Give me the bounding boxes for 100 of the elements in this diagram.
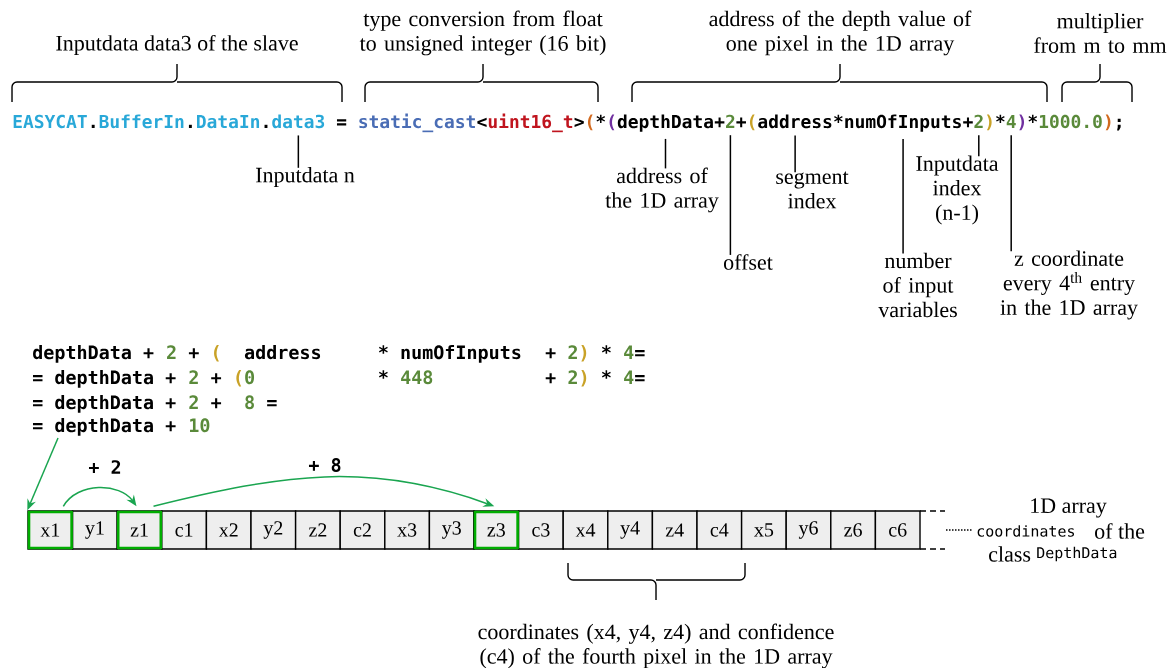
code-text: *	[601, 345, 611, 354]
array-cell: c2	[339, 510, 386, 550]
array-cell: z4	[651, 510, 698, 550]
code-text: * numOfInputs	[378, 345, 521, 363]
code-text: static_cast	[359, 113, 475, 133]
arrow	[62, 486, 137, 508]
code-text: 8	[245, 395, 254, 410]
code-text: (	[749, 114, 755, 131]
annotation-text: offset	[724, 254, 773, 270]
code-text: )	[581, 345, 587, 362]
edge-label: + 8	[307, 457, 343, 473]
caption-text: coordinates	[977, 525, 1075, 537]
array-cell: y6	[785, 510, 832, 550]
array-cell: c3	[517, 510, 564, 550]
code-text: 2	[568, 370, 577, 384]
code-text: 4	[1006, 114, 1016, 128]
code-text: 0	[245, 370, 255, 385]
code-text: 2	[189, 395, 198, 409]
code-text: *	[378, 370, 388, 379]
leader-line	[297, 134, 300, 169]
code-text: (	[587, 114, 593, 131]
code-text: 2	[189, 370, 198, 384]
code-text: .	[91, 124, 95, 128]
code-text: uint16_t	[488, 113, 573, 133]
code-text: 4	[624, 370, 634, 384]
code-text: )	[1019, 114, 1025, 131]
code-text: 10	[190, 418, 210, 433]
leader-line	[664, 138, 667, 170]
code-text: 448	[401, 370, 433, 385]
code-text: numOfInputs	[845, 114, 961, 132]
annotation-text: type conversion from float to unsigned integer (16 bit)	[359, 10, 606, 56]
leader-line	[729, 134, 732, 256]
array-cell: y1	[71, 510, 118, 550]
code-text: +	[736, 117, 746, 128]
annotation-text: address of the 1D array	[605, 167, 719, 213]
array-cell: x3	[384, 510, 431, 550]
code-text: =	[635, 375, 645, 382]
code-text: )	[1105, 114, 1111, 131]
code-text: address	[758, 114, 832, 129]
code-text: +	[545, 373, 556, 384]
code-text: 4	[624, 345, 634, 359]
code-text: +	[188, 348, 199, 359]
code-text: = depthData +	[33, 370, 176, 388]
code-text: 2	[568, 345, 577, 359]
code-text: +	[211, 373, 222, 384]
code-text: BufferIn	[99, 114, 184, 129]
code-text: +	[963, 117, 973, 128]
annotation-text: address of the depth value of one pixel in the 1D array	[709, 10, 972, 56]
caption-text: of the	[1095, 523, 1145, 539]
annotation-text: Inputdata data3 of the slave	[56, 34, 298, 56]
code-text: *	[596, 114, 606, 123]
code-text: *	[996, 114, 1005, 123]
caption-text: DepthData	[1037, 546, 1117, 562]
annotation-text: z coordinate every 4$^{th}$ entry in the 1D array	[1000, 250, 1138, 320]
code-text: .	[264, 124, 268, 128]
code-text: +	[211, 398, 222, 409]
code-text: *	[1028, 114, 1038, 123]
array-cell: y2	[250, 510, 297, 550]
code-text: *	[834, 114, 843, 123]
code-text: >	[574, 117, 584, 128]
code-text: ;	[1117, 118, 1121, 131]
code-text: = depthData +	[33, 418, 176, 436]
code-text: depthData	[617, 114, 713, 132]
code-text: *	[601, 370, 611, 379]
array-cell: z2	[294, 510, 341, 550]
leader-line	[794, 134, 796, 173]
annotation-text: Inputdata index (n-1)	[916, 155, 999, 225]
code-text: depthData +	[33, 345, 154, 363]
code-text: =	[337, 119, 347, 126]
array-cell: y4	[607, 510, 654, 550]
leader-line	[978, 134, 980, 158]
annotation-text: multiplier from m to mm	[1034, 13, 1167, 53]
code-text: = depthData +	[33, 395, 176, 413]
code-text: address	[244, 345, 321, 360]
code-text: .	[188, 124, 192, 128]
code-text: 2	[974, 114, 983, 128]
edge-label: + 2	[87, 459, 123, 475]
code-text: +	[545, 348, 556, 359]
caption-text: 1D array	[1031, 498, 1107, 518]
annotation-text: Inputdata n	[256, 167, 355, 187]
leader-line	[1010, 134, 1012, 253]
code-text: (	[236, 370, 242, 387]
array-cell: z6	[830, 510, 877, 550]
code-text: 2	[726, 114, 735, 128]
code-text: =	[635, 350, 645, 357]
code-text: 2	[167, 345, 176, 359]
code-text: )	[581, 370, 587, 387]
leader-line	[902, 138, 904, 255]
code-text: (	[214, 345, 219, 362]
array-cell: y3	[428, 510, 475, 550]
array-cell: x4	[562, 510, 609, 550]
code-text: <	[477, 117, 487, 128]
code-text: DataIn	[197, 114, 260, 129]
array-cell: x5	[740, 510, 787, 550]
code-text: =	[267, 400, 277, 407]
annotation-text: number of input variables	[878, 252, 957, 318]
code-text: EASYCAT	[13, 114, 87, 129]
code-text: )	[986, 114, 992, 131]
array-cell: c4	[696, 510, 743, 550]
annotation-text: coordinates (x4, y4, z4) and confidence (c4) of the fourth pixel in the 1D array	[478, 623, 834, 668]
